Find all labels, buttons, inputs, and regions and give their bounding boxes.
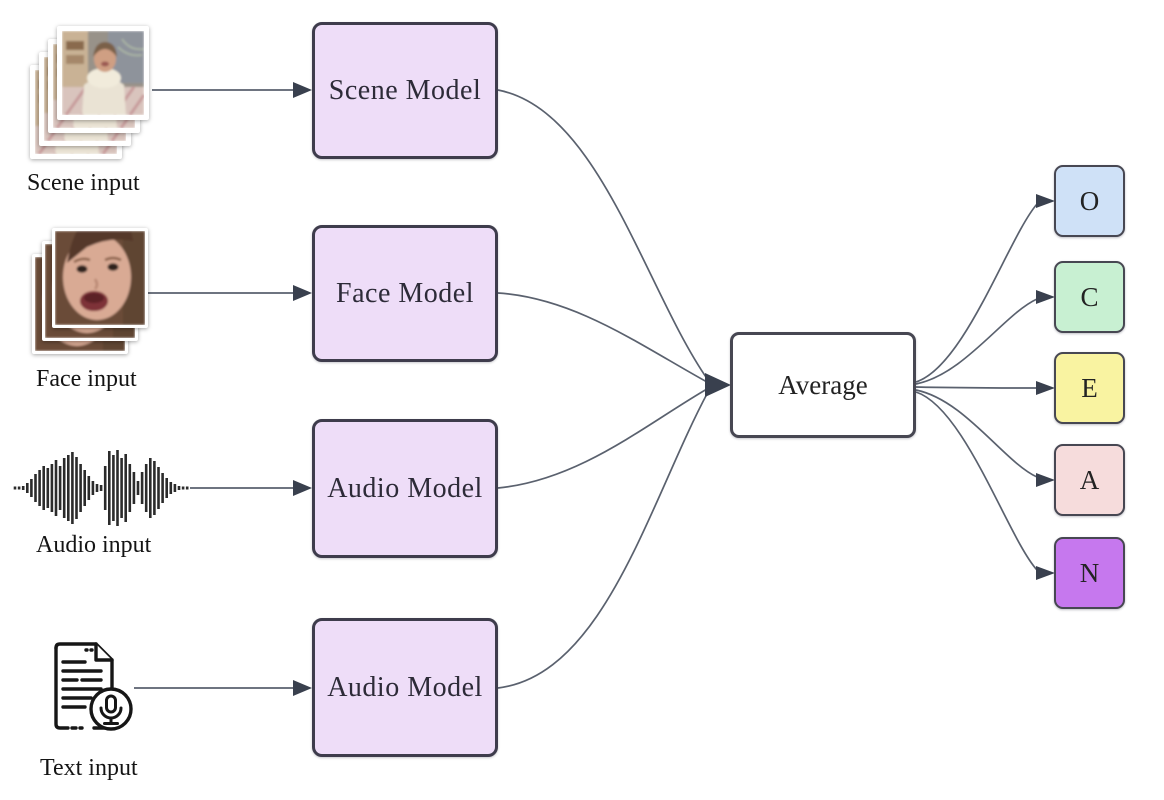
arrowhead-c (1036, 290, 1055, 304)
arrowhead-e (1036, 381, 1055, 395)
scene-input-label: Scene input (27, 170, 140, 196)
face-input-label: Face input (36, 366, 137, 392)
edge-average-to-n (915, 391, 1038, 571)
document-mic-icon (48, 638, 136, 734)
face-frames-icon (32, 228, 150, 356)
output-box-o: O (1054, 165, 1125, 237)
audio-model-label: Audio Model (327, 472, 483, 504)
scene-frames-icon (30, 26, 150, 160)
average-box: Average (730, 332, 916, 438)
model-box-scene: Scene Model (312, 22, 498, 159)
arrowhead-o (1036, 194, 1055, 208)
output-box-a: A (1054, 444, 1125, 516)
edge-text-model-to-average (497, 391, 709, 689)
model-box-text: Audio Model (312, 618, 498, 757)
audio-input-label: Audio input (36, 532, 152, 558)
face-frame-1 (52, 228, 148, 328)
arrowhead-face-model (293, 285, 312, 301)
scene-frame-1 (57, 26, 149, 120)
output-box-c: C (1054, 261, 1125, 333)
output-box-e: E (1054, 352, 1125, 424)
text-input-label: Text input (40, 755, 138, 781)
model-box-face: Face Model (312, 225, 498, 362)
output-label-o: O (1079, 185, 1100, 216)
average-label: Average (778, 369, 868, 400)
output-label-a: A (1079, 464, 1100, 495)
output-label-e: E (1081, 372, 1098, 403)
arrowhead-scene-model (293, 82, 312, 98)
audio-waveform-icon (12, 448, 192, 528)
edge-audio-model-to-average (497, 388, 708, 489)
face-model-label: Face Model (336, 277, 474, 309)
model-box-audio: Audio Model (312, 419, 498, 558)
output-label-n: N (1079, 557, 1100, 588)
arrowhead-a (1036, 473, 1055, 487)
arrowhead-n (1036, 566, 1055, 580)
edge-average-to-e (915, 386, 1038, 389)
arrowhead-audio-model (293, 480, 312, 496)
text-model-label: Audio Model (327, 671, 483, 703)
output-label-c: C (1080, 281, 1099, 312)
output-box-n: N (1054, 537, 1125, 609)
edge-face-model-to-average (497, 292, 708, 383)
edge-average-to-o (915, 203, 1038, 383)
arrowhead-average (705, 373, 731, 397)
arrowhead-text-model (293, 680, 312, 696)
scene-model-label: Scene Model (328, 74, 482, 106)
edge-average-to-a (915, 389, 1038, 478)
edge-scene-model-to-average (497, 89, 709, 381)
edge-average-to-c (915, 298, 1038, 385)
